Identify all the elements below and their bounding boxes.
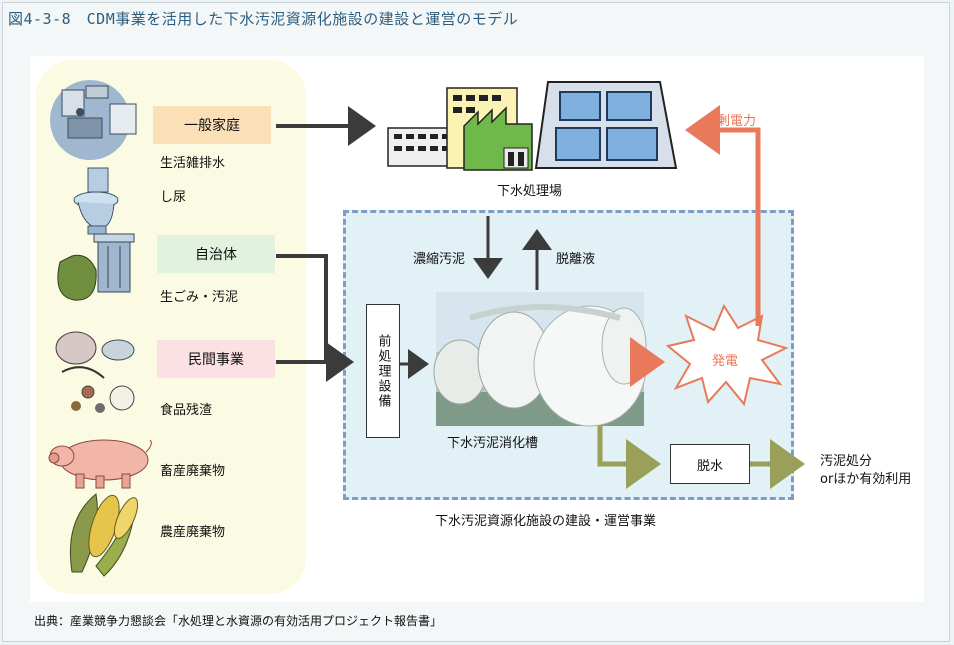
household-box: 一般家庭 — [153, 106, 271, 144]
pig-icon — [48, 439, 152, 489]
figure-source: 出典：産業競争力懇談会「水処理と水資源の有効活用プロジェクト報告書」 — [34, 614, 443, 628]
figure-title: 図4-3-8 CDM事業を活用した下水汚泥資源化施設の建設と運営のモデル — [8, 10, 519, 28]
livestock-label: 畜産廃棄物 — [160, 464, 226, 479]
garbage-bag-icon — [57, 233, 135, 301]
arrow-surplus-power — [685, 105, 761, 326]
household-item-greywater: 生活雑排水 — [160, 156, 226, 171]
agriculture-label: 農産廃棄物 — [160, 525, 226, 540]
explosion-burst-icon — [665, 303, 789, 407]
power-generation-label: 発電 — [712, 354, 739, 369]
disposal-label-1: 汚泥処分 — [820, 454, 873, 469]
treatment-plant-label: 下水処理場 — [497, 184, 563, 199]
private-box: 民間事業 — [157, 340, 275, 378]
dewatering-box: 脱水 — [670, 444, 750, 484]
private-item-food: 食品残渣 — [160, 403, 213, 418]
factory-icon — [387, 87, 533, 171]
solar-panel-icon — [534, 81, 678, 169]
arrow-digester-to-dewatering — [597, 426, 661, 489]
municipality-box: 自治体 — [157, 235, 275, 273]
project-label: 下水汚泥資源化施設の建設・運営事業 — [435, 514, 657, 529]
municipality-item-waste: 生ごみ・汚泥 — [160, 290, 239, 305]
food-waste-icon — [55, 331, 135, 413]
digester-eggs-image — [433, 292, 647, 427]
digester-label: 下水汚泥消化槽 — [447, 436, 539, 451]
kitchen-icon — [50, 80, 137, 160]
pretreatment-box: 前処理設備 — [366, 304, 400, 438]
disposal-label-2: orほか有効利用 — [820, 472, 912, 487]
corn-icon — [69, 493, 139, 577]
desorption-liquid-label: 脱離液 — [556, 252, 596, 267]
arrow-municipality-to-pretreatment — [276, 254, 328, 364]
thickened-sludge-label: 濃縮汚泥 — [413, 252, 466, 267]
household-item-nightsoil: し尿 — [160, 190, 187, 205]
